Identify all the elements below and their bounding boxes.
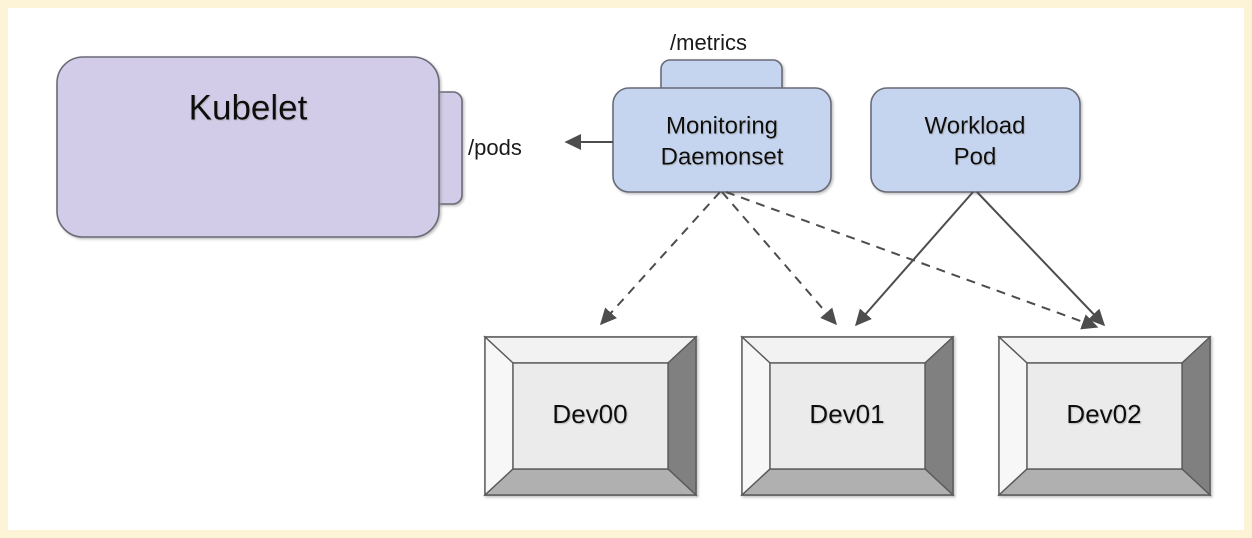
edge-monitoring-to-dev02	[725, 191, 1099, 330]
device-dev02[interactable]: Dev02	[997, 335, 1212, 497]
device-dev01-label: Dev01	[809, 399, 884, 429]
edge-layer	[564, 134, 1106, 330]
node-workload-pod[interactable]: Workload Pod	[870, 87, 1081, 193]
kubelet-label: Kubelet	[189, 88, 308, 127]
node-kubelet[interactable]: Kubelet	[56, 56, 463, 238]
edge-workload-to-dev01	[855, 191, 974, 327]
node-monitoring-daemonset[interactable]: Monitoring Daemonset	[612, 59, 832, 193]
device-dev02-label: Dev02	[1066, 399, 1141, 429]
kubelet-pods-port-label: /pods	[468, 135, 522, 160]
monitoring-daemonset-label-line2: Daemonset	[661, 143, 784, 170]
edge-monitoring-to-dev00	[599, 191, 721, 326]
edge-workload-to-dev02	[976, 191, 1106, 327]
device-dev01[interactable]: Dev01	[740, 335, 955, 497]
device-dev00[interactable]: Dev00	[483, 335, 698, 497]
monitoring-daemonset-label-line1: Monitoring	[666, 112, 778, 139]
kubelet-body[interactable]	[56, 56, 440, 238]
device-dev00-label: Dev00	[552, 399, 627, 429]
workload-pod-label-line2: Pod	[954, 143, 997, 170]
workload-pod-body[interactable]	[870, 87, 1081, 193]
monitoring-metrics-port-label: /metrics	[670, 30, 747, 55]
monitoring-daemonset-body[interactable]	[612, 87, 832, 193]
edge-monitoring-to-dev01	[721, 191, 837, 326]
workload-pod-label-line1: Workload	[925, 112, 1026, 139]
